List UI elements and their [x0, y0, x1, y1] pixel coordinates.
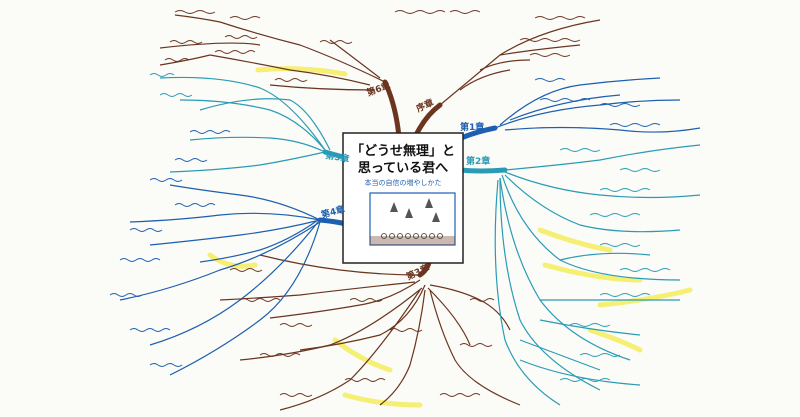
book-title-line1: 「どうせ無理」と: [351, 143, 455, 159]
crowd-figures: [381, 233, 443, 239]
teal-sub-branches: [159, 76, 701, 406]
chapter-4-label: 第4章: [320, 203, 347, 221]
scribble-notes: [109, 10, 671, 397]
rocket-icon: [390, 202, 398, 212]
blue-sub-branches: [119, 77, 701, 376]
rocket-icon: [432, 212, 440, 222]
chapter-6-label: 第6章: [365, 79, 392, 99]
book-title-line2: 思っている君へ: [358, 161, 448, 176]
rocket-icon: [425, 198, 433, 208]
chapter-1-label: 第1章: [460, 121, 484, 133]
highlighter-marks: [207, 66, 693, 408]
book-cover: 「どうせ無理」と 思っている君へ 本当の自信の増やしかた: [342, 132, 464, 264]
brown-sub-branches: [159, 14, 601, 411]
chapter-2-label: 第2章: [466, 155, 490, 167]
cover-illustration: [369, 192, 456, 246]
rocket-icon: [405, 208, 413, 218]
book-subtitle: 本当の自信の増やしかた: [365, 178, 442, 187]
chapter-3-label: 第3章: [404, 262, 431, 283]
